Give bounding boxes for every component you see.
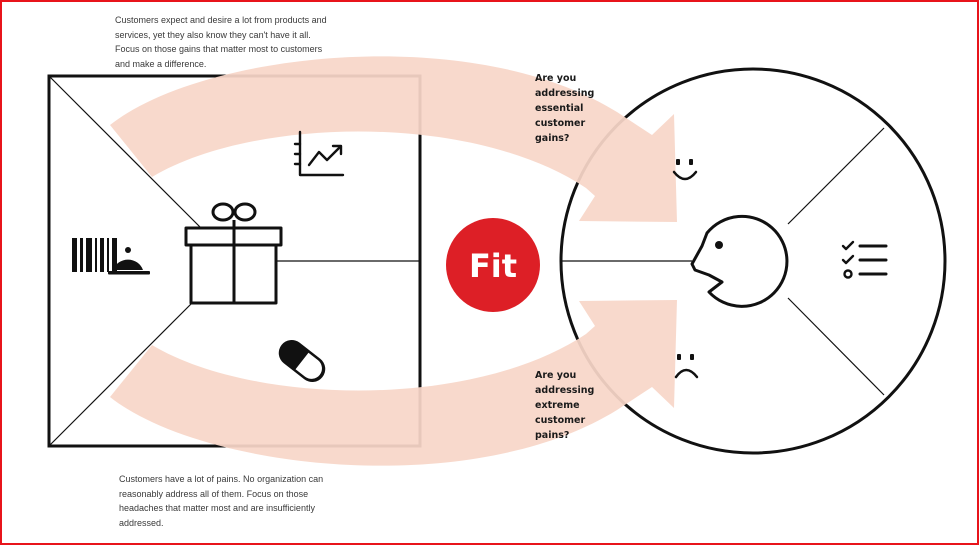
value-map-divider-top [49, 76, 204, 231]
pain-relievers-pill-icon [278, 339, 326, 383]
gains-smile-icon [672, 159, 698, 181]
gains-explanation-text: Customers expect and desire a lot from p… [115, 15, 327, 69]
customer-jobs-checklist-icon [841, 240, 888, 279]
customer-profile-border [559, 67, 947, 455]
products-services-gift-icon [184, 202, 283, 305]
value-map-divider-bottom [49, 291, 204, 446]
pains-frown-icon [674, 354, 699, 379]
fit-badge: Fit [446, 218, 540, 312]
pains-explanation-text: Customers have a lot of pains. No organi… [119, 474, 324, 528]
gain-creators-chart-icon [293, 130, 345, 177]
pains-arrow [110, 300, 677, 466]
gains-arrow [110, 56, 677, 222]
products-services-cloche-icon [108, 247, 150, 275]
customer-profile [559, 67, 947, 455]
fit-badge-circle [446, 218, 540, 312]
customer-profile-divider-top [787, 127, 885, 225]
products-services-barcode-icon [72, 238, 117, 272]
customer-face-icon [690, 214, 789, 308]
customer-profile-divider-bottom [787, 297, 885, 396]
fit-label: Fit [469, 247, 517, 285]
pains-question: Are you addressing extreme customer pain… [535, 370, 595, 441]
gains-question: Are you addressing essential customer ga… [535, 73, 595, 144]
